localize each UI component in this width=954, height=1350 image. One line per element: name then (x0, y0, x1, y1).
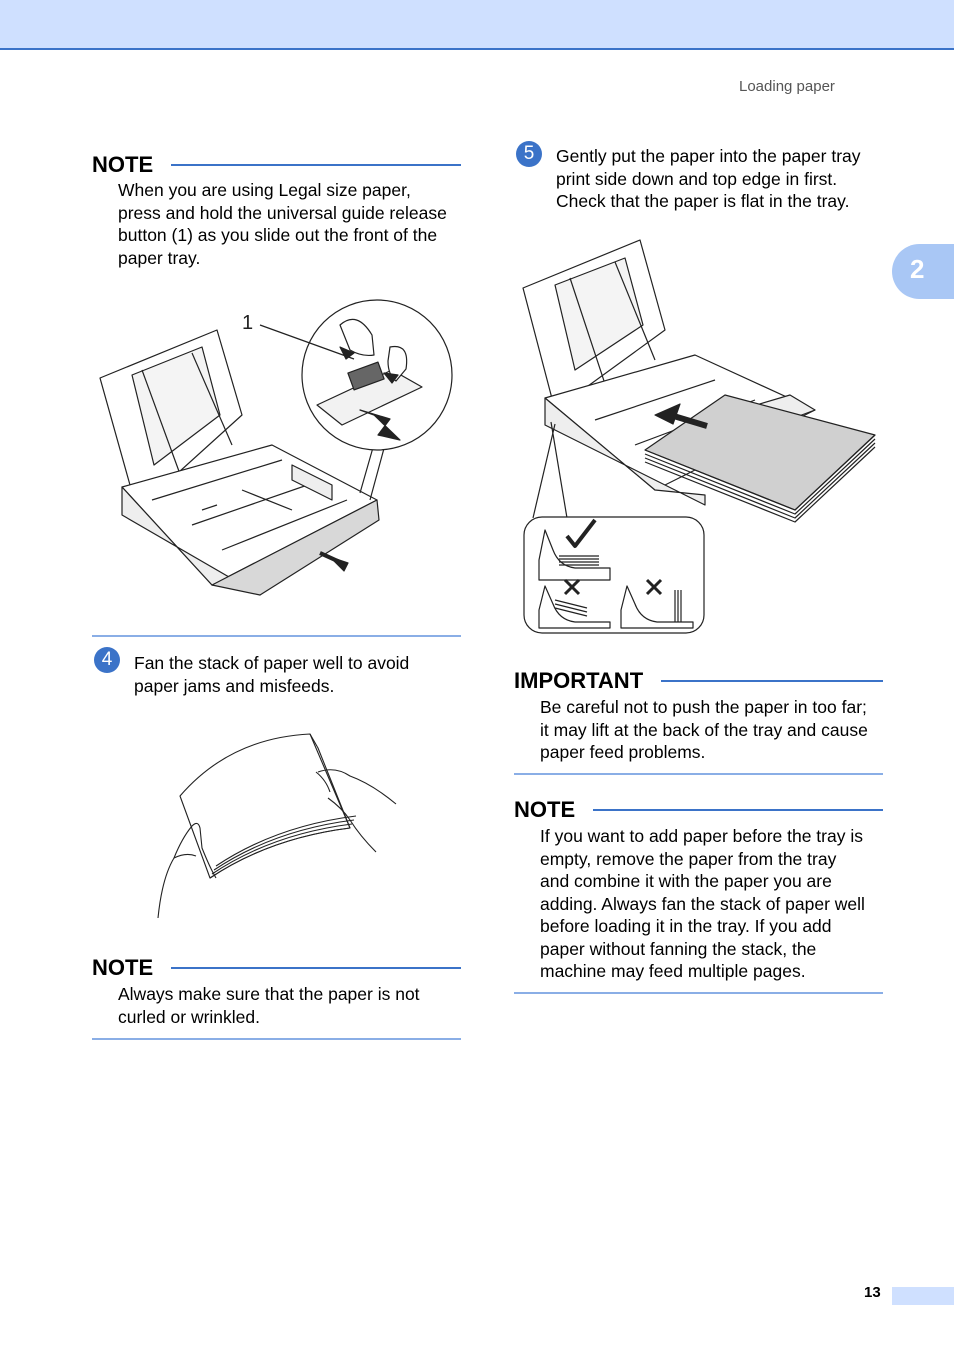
insert-paper-figure (515, 230, 885, 640)
step-5-text: Gently put the paper into the paper tray… (556, 145, 896, 213)
text-line: If you want to add paper before the tray… (540, 826, 863, 846)
text-line: adding. Always fan the stack of paper we… (540, 893, 865, 914)
text-line: curled or wrinkled. (118, 1006, 260, 1027)
text-line: print side down and top edge in first. (556, 168, 838, 189)
important-heading: IMPORTANT (514, 668, 883, 694)
note-heading-text: NOTE (92, 152, 154, 177)
tray-release-figure: 1 (92, 295, 462, 605)
note-end-rule (92, 1038, 461, 1040)
text-line: and combine it with the paper you are (540, 871, 832, 891)
note-body-curl: Always make sure that the paper is not c… (118, 983, 463, 1028)
text-line: machine may feed multiple pages. (540, 961, 806, 981)
text-line: paper without fanning the stack, the (540, 938, 817, 959)
note-heading-adding: NOTE (514, 797, 883, 823)
heading-rule (171, 164, 461, 166)
step-4-text: Fan the stack of paper well to avoid pap… (134, 652, 464, 697)
page-number-bar (892, 1287, 954, 1305)
note-end-rule (92, 635, 461, 637)
text-line: paper jams and misfeeds. (134, 675, 335, 696)
header-band (0, 0, 954, 50)
note-body-legal: When you are using Legal size paper, pre… (118, 179, 463, 269)
text-line: button (1) as you slide out the front of… (118, 225, 438, 245)
note-heading-legal: NOTE (92, 152, 461, 178)
chapter-tab: 2 (892, 244, 954, 299)
text-line: Always make sure that the paper is not (118, 984, 420, 1004)
note-heading-curl: NOTE (92, 955, 461, 981)
text-line: it may lift at the back of the tray and … (540, 719, 868, 740)
important-end-rule (514, 773, 883, 775)
note-heading-text: NOTE (514, 797, 576, 822)
important-body: Be careful not to push the paper in too … (540, 696, 885, 764)
heading-rule (171, 967, 461, 969)
important-heading-text: IMPORTANT (514, 668, 644, 693)
heading-rule (661, 680, 883, 682)
note-heading-text: NOTE (92, 955, 154, 980)
chapter-number: 2 (910, 254, 925, 284)
text-line: Check that the paper is flat in the tray… (556, 191, 850, 211)
text-line: paper feed problems. (540, 742, 706, 762)
running-title: Loading paper (739, 78, 835, 95)
text-line: When you are using Legal size paper, (118, 180, 411, 200)
text-line: empty, remove the paper from the tray (540, 848, 837, 869)
text-line: before loading it in the tray. If you ad… (540, 916, 832, 936)
step-number-badge: 5 (516, 141, 542, 167)
note-end-rule (514, 992, 883, 994)
text-line: Fan the stack of paper well to avoid (134, 653, 410, 673)
step-number-badge: 4 (94, 647, 120, 673)
text-line: paper tray. (118, 247, 201, 268)
text-line: Be careful not to push the paper in too … (540, 697, 867, 717)
text-line: Gently put the paper into the paper tray (556, 146, 861, 166)
fan-paper-figure (150, 728, 410, 923)
heading-rule (593, 809, 883, 811)
note-body-adding: If you want to add paper before the tray… (540, 825, 885, 983)
callout-label: 1 (242, 312, 253, 334)
text-line: press and hold the universal guide relea… (118, 202, 447, 223)
page-number: 13 (864, 1284, 881, 1301)
